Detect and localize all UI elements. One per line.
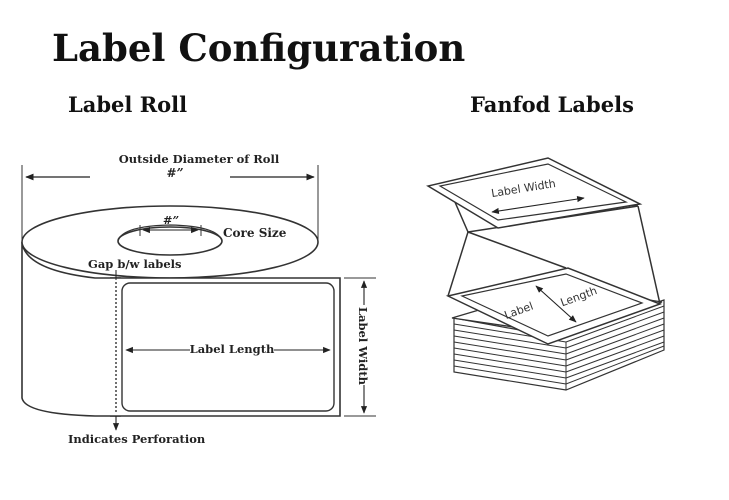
outside-diameter-label: Outside Diameter of Roll [119, 152, 280, 166]
outside-diameter-value: #” [167, 166, 184, 180]
label-outline [121, 282, 335, 412]
roll-core [117, 226, 223, 256]
core-value: #” [163, 213, 180, 227]
page-title: Label Configuration [52, 26, 466, 70]
label-width-label: Label Width [356, 307, 370, 386]
gap-label: Gap b/w labels [88, 257, 181, 271]
fanfold-heading: Fanfod Labels [470, 92, 634, 117]
label-length-label: Label Length [190, 342, 275, 356]
core-size-label: Core Size [223, 226, 287, 240]
fanfold-illustration [426, 157, 665, 391]
label-roll-illustration [21, 205, 341, 417]
label-strip [110, 277, 341, 417]
label-roll-heading: Label Roll [68, 92, 188, 117]
perforation-label: Indicates Perforation [68, 432, 206, 446]
